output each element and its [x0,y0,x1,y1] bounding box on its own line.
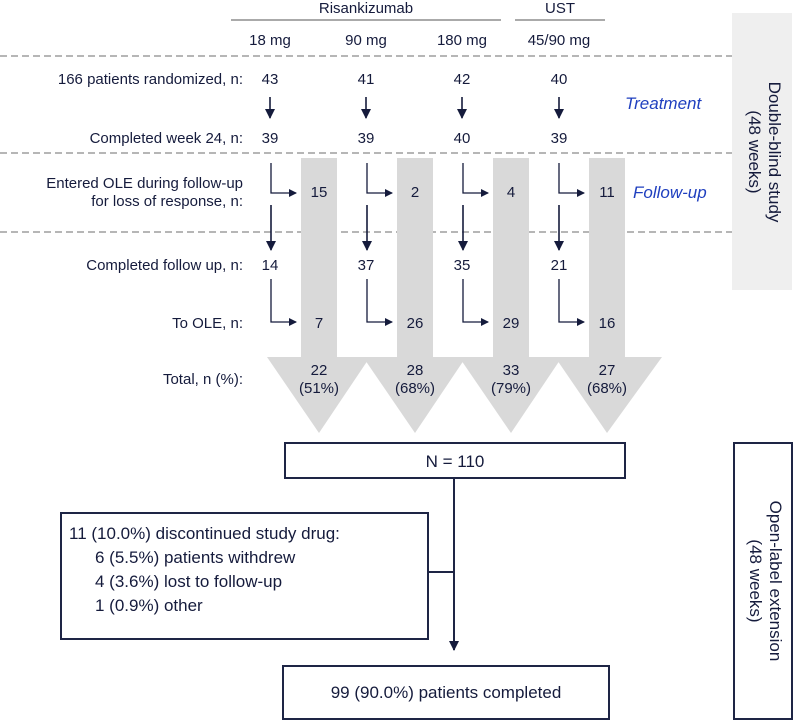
total-value: 28 [406,362,424,379]
randomized-value: 41 [357,71,375,88]
completed-text: 99 (90.0%) patients completed [330,683,562,702]
entered-ole-value: 4 [506,184,516,201]
randomized-value: 40 [550,71,568,88]
column-header-18mg: 18 mg [249,32,291,49]
row-label-entered-ole-1: Entered OLE during follow-up [46,175,243,192]
week24-value: 40 [453,130,471,147]
to-ole-value: 16 [598,315,616,332]
week24-value: 39 [550,130,568,147]
open-label-panel [733,442,793,720]
completed-followup-value: 37 [357,257,375,274]
column-header-180mg: 180 mg [436,32,488,49]
total-percent: (79%) [490,380,531,397]
row-label-completed-followup: Completed follow up, n: [86,257,243,274]
header-risankizumab: Risankizumab [318,0,414,17]
entered-ole-value: 15 [310,184,328,201]
entered-ole-value: 2 [410,184,420,201]
phase-label-followup: Follow-up [633,183,707,202]
completed-followup-value: 35 [453,257,471,274]
discontinued-item: 4 (3.6%) lost to follow-up [95,572,283,591]
entered-ole-value: 11 [599,184,615,201]
total-percent: (51%) [298,380,339,397]
total-percent: (68%) [394,380,435,397]
open-label-title: Open-label extension [766,500,785,662]
row-label-completed-week24: Completed week 24, n: [89,130,243,147]
discontinued-item: 6 (5.5%) patients withdrew [95,548,296,567]
double-blind-duration: (48 weeks) [745,110,764,194]
row-label-to-ole: To OLE, n: [172,315,243,332]
column-header-45-90mg: 45/90 mg [527,32,591,49]
n-total-text: N = 110 [425,452,485,471]
randomized-value: 42 [453,71,471,88]
double-blind-title: Double-blind study [765,81,784,223]
discontinued-box: 11 (10.0%) discontinued study drug: 6 (5… [60,512,429,640]
gray-flow-arrows [267,158,662,433]
total-value: 33 [502,362,520,379]
row-label-entered-ole-2: for loss of response, n: [91,193,243,210]
row-label-total: Total, n (%): [162,371,243,388]
completed-followup-value: 21 [550,257,568,274]
to-ole-value: 26 [406,315,424,332]
completed-followup-value: 14 [261,257,279,274]
to-ole-value: 7 [314,315,324,332]
double-blind-label: Double-blind study (48 weeks) [740,12,784,292]
discontinued-title: 11 (10.0%) discontinued study drug: [69,524,340,543]
open-label-duration: (48 weeks) [746,539,765,623]
discontinued-item: 1 (0.9%) other [95,596,203,615]
n-total-box: N = 110 [284,442,626,479]
row-label-randomized: 166 patients randomized, n: [57,71,243,88]
week24-value: 39 [357,130,375,147]
double-blind-panel [732,13,792,290]
open-label-label: Open-label extension (48 weeks) [741,441,785,721]
header-ust: UST [545,0,575,17]
week24-value: 39 [261,130,279,147]
randomized-value: 43 [261,71,279,88]
column-header-90mg: 90 mg [345,32,387,49]
total-value: 27 [598,362,616,379]
total-percent: (68%) [586,380,627,397]
to-ole-value: 29 [502,315,520,332]
phase-label-treatment: Treatment [625,94,702,113]
total-value: 22 [310,362,328,379]
completed-box: 99 (90.0%) patients completed [282,665,610,720]
